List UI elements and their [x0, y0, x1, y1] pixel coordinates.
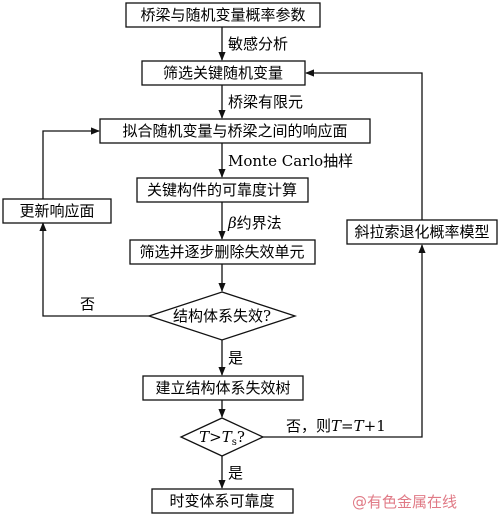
- edge-label-bound-text: 约界法: [237, 214, 282, 232]
- edge-label-no-then-pre: 否，则: [286, 417, 331, 435]
- decision-system-failure-label: 结构体系失效?: [173, 307, 271, 325]
- node-update-response-surface: 更新响应面: [2, 198, 112, 224]
- watermark-text: @有色金属在线: [352, 493, 458, 511]
- node-time-varying-reliability: 时变体系可靠度: [151, 488, 294, 514]
- node-bridge-params-label: 桥梁与随机变量概率参数: [140, 6, 305, 24]
- edge-label-sensitivity: 敏感分析: [228, 35, 288, 53]
- edge-label-no-then-T2: T: [354, 417, 365, 435]
- edge-label-no-then: 否，则T=T+1: [286, 417, 386, 435]
- node-update-response-surface-label: 更新响应面: [19, 202, 94, 220]
- edge-label-beta: β: [227, 214, 237, 232]
- edge-label-yes-2: 是: [228, 464, 243, 482]
- decision-time-check: T>Ts?: [179, 417, 265, 457]
- loop-degrade-to-select: [305, 69, 423, 220]
- node-fit-response-surface-label: 拟合随机变量与桥梁之间的响应面: [122, 122, 347, 140]
- edge-label-monte-carlo: Monte Carlo抽样: [228, 152, 353, 170]
- decision-time-Ts: T: [222, 428, 233, 446]
- node-reliability-calc-label: 关键构件的可靠度计算: [147, 181, 297, 199]
- node-select-key-vars: 筛选关键随机变量: [141, 60, 306, 86]
- edge-label-no-then-plus: +1: [364, 417, 386, 435]
- edge-label-no-then-eq: =: [341, 417, 354, 435]
- decision-time-q: ?: [237, 428, 245, 446]
- decision-time-gt: >: [209, 428, 222, 446]
- edge-label-fem: 桥梁有限元: [228, 93, 303, 111]
- node-failure-tree: 建立结构体系失效树: [142, 375, 304, 401]
- loop-update-to-fit: [42, 127, 100, 199]
- decision-time-check-label: T>Ts?: [199, 428, 245, 448]
- node-time-varying-reliability-label: 时变体系可靠度: [169, 492, 274, 510]
- loop-no-to-degrade: [263, 244, 426, 438]
- node-cable-degradation-model: 斜拉索退化概率模型: [346, 219, 498, 245]
- node-remove-failed-units: 筛选并逐步删除失效单元: [129, 239, 316, 265]
- decision-time-sub: s: [232, 437, 237, 448]
- node-fit-response-surface: 拟合随机变量与桥梁之间的响应面: [99, 118, 371, 144]
- loop-no-to-update: [39, 222, 149, 317]
- edge-label-no: 否: [80, 295, 95, 313]
- node-cable-degradation-model-label: 斜拉索退化概率模型: [354, 223, 489, 241]
- node-failure-tree-label: 建立结构体系失效树: [155, 379, 290, 397]
- edge-label-bound-method: β约界法: [227, 214, 282, 232]
- edge-label-yes-1: 是: [228, 349, 243, 367]
- decision-system-failure: 结构体系失效?: [146, 291, 298, 341]
- decision-time-T: T: [199, 428, 210, 446]
- node-remove-failed-units-label: 筛选并逐步删除失效单元: [139, 243, 304, 261]
- node-reliability-calc: 关键构件的可靠度计算: [136, 177, 309, 203]
- edge-label-no-then-T1: T: [331, 417, 342, 435]
- node-bridge-params: 桥梁与随机变量概率参数: [125, 2, 321, 28]
- node-select-key-vars-label: 筛选关键随机变量: [163, 64, 283, 82]
